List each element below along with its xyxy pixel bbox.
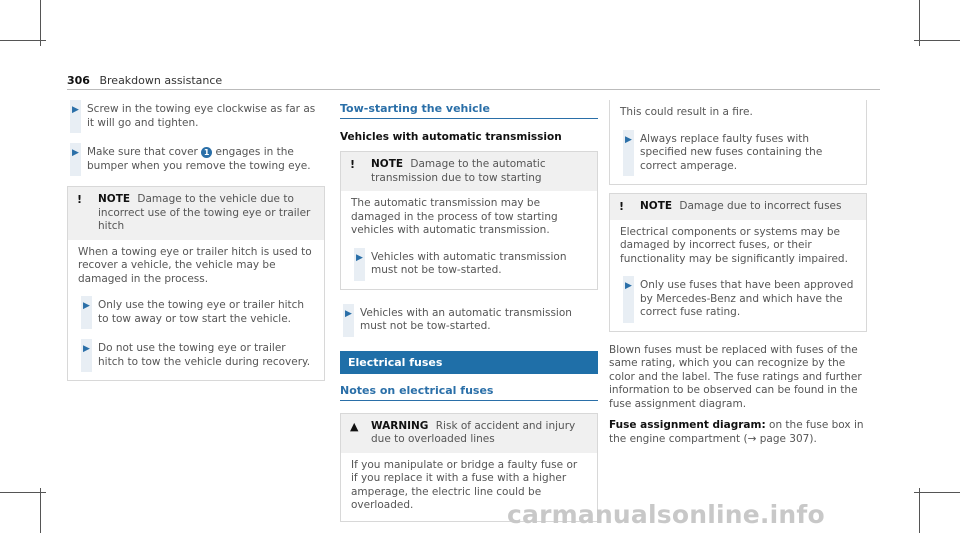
column-1: ▶ Screw in the towing eye clockwise as f… (67, 100, 325, 381)
arrow-icon: ▶ (83, 301, 90, 311)
header-divider (67, 89, 880, 90)
column-3: This could result in a fire. ▶ Always re… (609, 100, 867, 446)
arrow-icon: ▶ (625, 281, 632, 291)
instruction-step: ▶ Make sure that cover 1 engages in the … (67, 143, 325, 176)
section-title: Notes on electrical fuses (340, 384, 598, 401)
crop-mark (914, 40, 960, 41)
page-header: 306 Breakdown assistance (67, 74, 222, 87)
callout-badge: 1 (201, 146, 213, 158)
arrow-icon: ▶ (72, 105, 79, 115)
note-box: ! NOTE Damage to the automatic transmiss… (340, 151, 598, 290)
arrow-icon: ▶ (72, 148, 79, 158)
watermark: carmanualsonline.info (507, 500, 825, 529)
page-reference-link[interactable]: page 307 (759, 432, 810, 445)
arrow-icon: ▶ (83, 344, 90, 354)
instruction-step: ▶ Screw in the towing eye clockwise as f… (67, 100, 325, 133)
body-paragraph: Blown fuses must be replaced with fuses … (609, 343, 862, 410)
note-header: ! NOTE Damage to the vehicle due to inco… (68, 187, 324, 240)
note-keyword: NOTE (640, 200, 673, 212)
crop-mark (40, 0, 41, 46)
note-keyword: NOTE (371, 158, 404, 170)
exclamation-icon: ! (77, 193, 83, 206)
instruction-step: ▶ Vehicles with an automatic transmissio… (340, 303, 598, 337)
chapter-banner: Electrical fuses (340, 350, 598, 374)
warning-text: If you manipulate or bridge a faulty fus… (351, 458, 578, 512)
note-title: Damage to the vehicle due to incorrect u… (98, 193, 311, 232)
arrow-icon: ▶ (625, 134, 632, 145)
warning-body: If you manipulate or bridge a faulty fus… (341, 453, 597, 521)
term-label: Fuse assignment diagram: (609, 419, 766, 431)
cross-ref-arrow-icon: → (747, 432, 757, 445)
warning-triangle-icon: ▲ (350, 419, 359, 433)
note-keyword: NOTE (98, 193, 131, 205)
instruction-step: ▶ Only use fuses that have been approved… (620, 276, 856, 323)
note-header: ! NOTE Damage due to incorrect fuses (610, 194, 866, 220)
section-name: Breakdown assistance (99, 74, 223, 87)
warning-body: This could result in a fire. ▶ Always re… (610, 100, 866, 184)
note-text: When a towing eye or trailer hitch is us… (78, 245, 312, 285)
warning-title: Risk of accident and injury due to overl… (371, 419, 576, 446)
warning-box: ▲ WARNING Risk of accident and injury du… (340, 412, 598, 522)
crop-mark (40, 488, 41, 533)
instruction-step: ▶ Only use the towing eye or trailer hit… (78, 296, 314, 329)
warning-keyword: WARNING (371, 419, 429, 432)
note-body: When a towing eye or trailer hitch is us… (68, 240, 324, 381)
instruction-step: ▶ Always replace faulty fuses with speci… (620, 129, 856, 177)
exclamation-icon: ! (619, 200, 625, 213)
instruction-step: ▶ Vehicles with automatic transmission m… (351, 247, 587, 281)
note-text: The automatic transmission may be damage… (351, 197, 558, 236)
crop-mark (919, 488, 920, 533)
warning-text: This could result in a fire. (620, 106, 753, 118)
subsection-title: Vehicles with automatic transmission (340, 131, 562, 143)
body-paragraph: Fuse assignment diagram: on the fuse box… (609, 419, 864, 445)
column-2: Tow-starting the vehicle Vehicles with a… (340, 100, 598, 522)
arrow-icon: ▶ (356, 252, 363, 263)
note-box: ! NOTE Damage to the vehicle due to inco… (67, 186, 325, 381)
crop-mark (0, 40, 46, 41)
note-title: Damage to the automatic transmission due… (371, 158, 546, 184)
arrow-icon: ▶ (345, 308, 352, 319)
warning-box-continued: This could result in a fire. ▶ Always re… (609, 100, 867, 185)
crop-mark (919, 0, 920, 46)
note-body: The automatic transmission may be damage… (341, 191, 597, 289)
section-title: Tow-starting the vehicle (340, 102, 598, 119)
note-title: Damage due to incorrect fuses (679, 200, 842, 212)
note-body: Electrical components or systems may be … (610, 220, 866, 331)
note-header: ! NOTE Damage to the automatic transmiss… (341, 152, 597, 191)
crop-mark (914, 492, 960, 493)
crop-mark (0, 492, 46, 493)
instruction-step: ▶ Do not use the towing eye or trailer h… (78, 339, 314, 372)
page-number: 306 (67, 74, 90, 87)
warning-header: ▲ WARNING Risk of accident and injury du… (341, 413, 597, 453)
note-text: Electrical components or systems may be … (620, 225, 848, 265)
note-box: ! NOTE Damage due to incorrect fuses Ele… (609, 193, 867, 332)
exclamation-icon: ! (350, 158, 356, 171)
